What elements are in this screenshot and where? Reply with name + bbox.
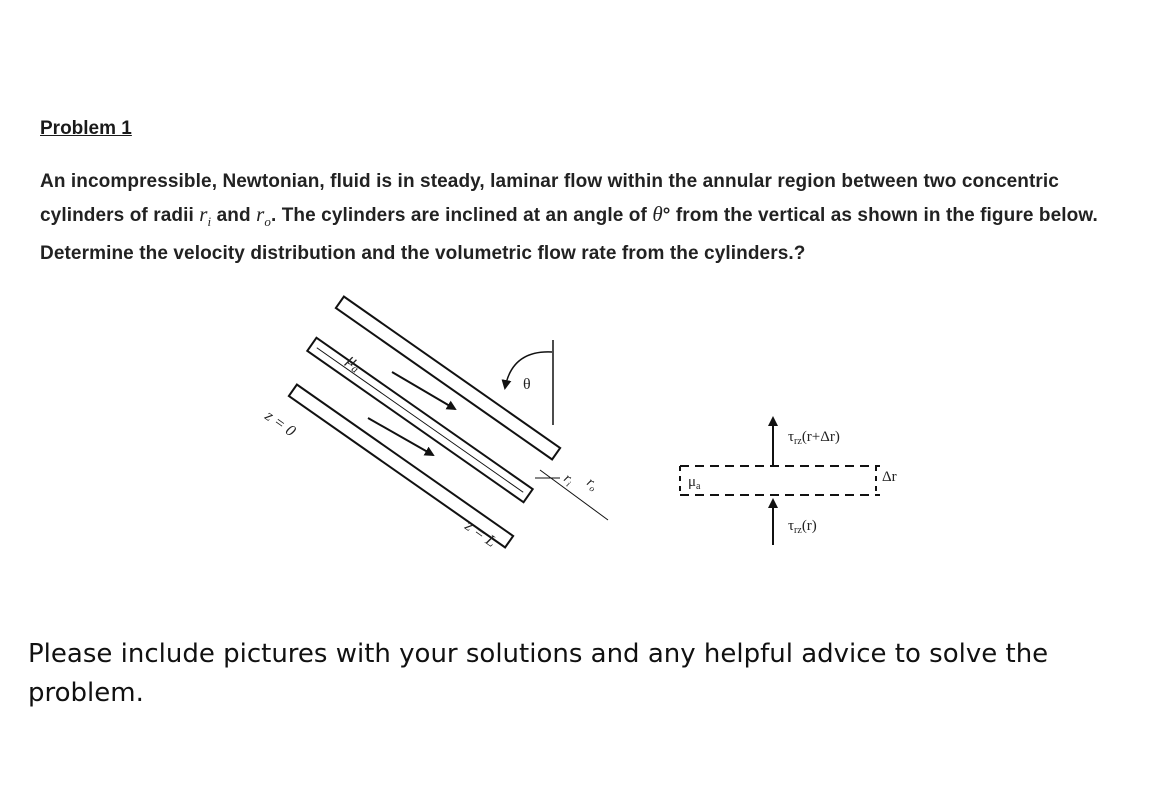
inclined-cylinders-diagram bbox=[287, 295, 609, 549]
delta-r-label: Δr bbox=[882, 469, 897, 485]
problem-heading: Problem 1 bbox=[40, 118, 132, 139]
r-inner-symbol: ri bbox=[199, 202, 212, 230]
mu-label-right: μa bbox=[688, 474, 701, 492]
inner-cylinder-wall bbox=[305, 336, 535, 504]
statement-part-1: An incompressible, Newtonian, fluid is i… bbox=[40, 171, 1059, 226]
degree-symbol: ° bbox=[662, 205, 671, 226]
mu-label-left: μa bbox=[341, 349, 366, 376]
statement-part-2: . The cylinders are inclined at an angle… bbox=[270, 205, 653, 226]
statement-and: and bbox=[211, 205, 257, 226]
statement-part-3: from the vertical as shown in the figure… bbox=[40, 205, 1098, 265]
outer-wall-top bbox=[334, 295, 562, 461]
flow-arrow-upper bbox=[391, 371, 457, 411]
problem-block: Problem 1 An incompressible, Newtonian, … bbox=[40, 116, 1130, 270]
r-outer-symbol: ro bbox=[256, 202, 271, 230]
outer-wall-bottom bbox=[287, 383, 515, 549]
theta-label: θ bbox=[523, 376, 531, 393]
theta-symbol: θ bbox=[652, 202, 663, 226]
problem-statement: An incompressible, Newtonian, fluid is i… bbox=[40, 166, 1130, 270]
ro-label: ro bbox=[583, 475, 601, 494]
tau-top-label: τrz(r+Δr) bbox=[788, 429, 840, 447]
footer-note: Please include pictures with your soluti… bbox=[28, 639, 1049, 708]
theta-arc-arrow bbox=[501, 351, 553, 390]
z-zero-label: z = 0 bbox=[261, 407, 299, 440]
tau-bottom-label: τrz(r) bbox=[788, 518, 817, 536]
shell-element-diagram bbox=[679, 416, 880, 545]
flow-arrow-lower bbox=[367, 417, 435, 456]
